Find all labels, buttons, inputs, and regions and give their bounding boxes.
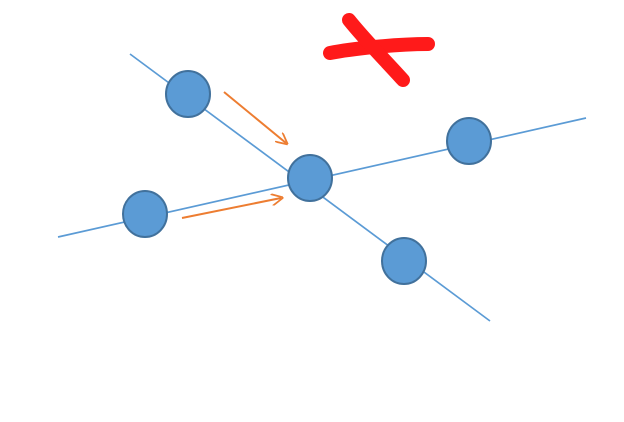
node-upper-left: [165, 70, 211, 118]
node-center: [287, 154, 333, 202]
cross-mark-icon: [323, 13, 435, 87]
node-left: [122, 190, 168, 238]
cross-stroke-diagonal: [342, 13, 410, 87]
arrow-lower: [181, 198, 281, 219]
node-right: [446, 117, 492, 165]
arrow-upper: [223, 91, 286, 143]
node-lower-right: [381, 237, 427, 285]
